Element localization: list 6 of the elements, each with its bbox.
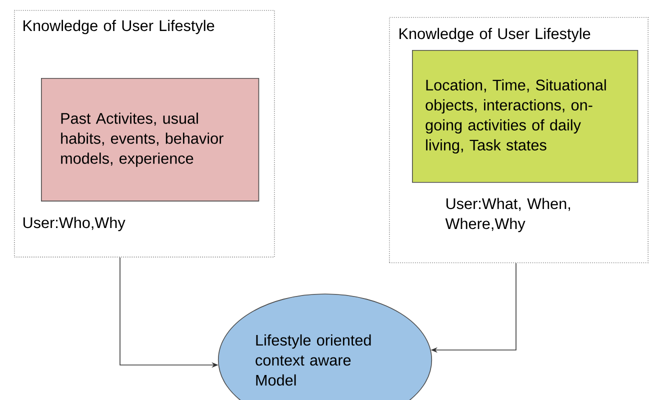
panel-heading: Knowledge of User Lifestyle bbox=[24, 20, 214, 34]
panel-heading: Knowledge of User Lifestyle bbox=[400, 28, 590, 42]
user-label: User:What, When, Where,Why bbox=[445, 198, 570, 232]
content-box: Location, Time, Situational objects, interactions, on-going activities of daily living, Task states bbox=[412, 50, 638, 183]
content-box: Past Activites, usual habits, events, behavior models, experience bbox=[41, 78, 260, 202]
user-label: User:Who,Why bbox=[23, 216, 126, 232]
